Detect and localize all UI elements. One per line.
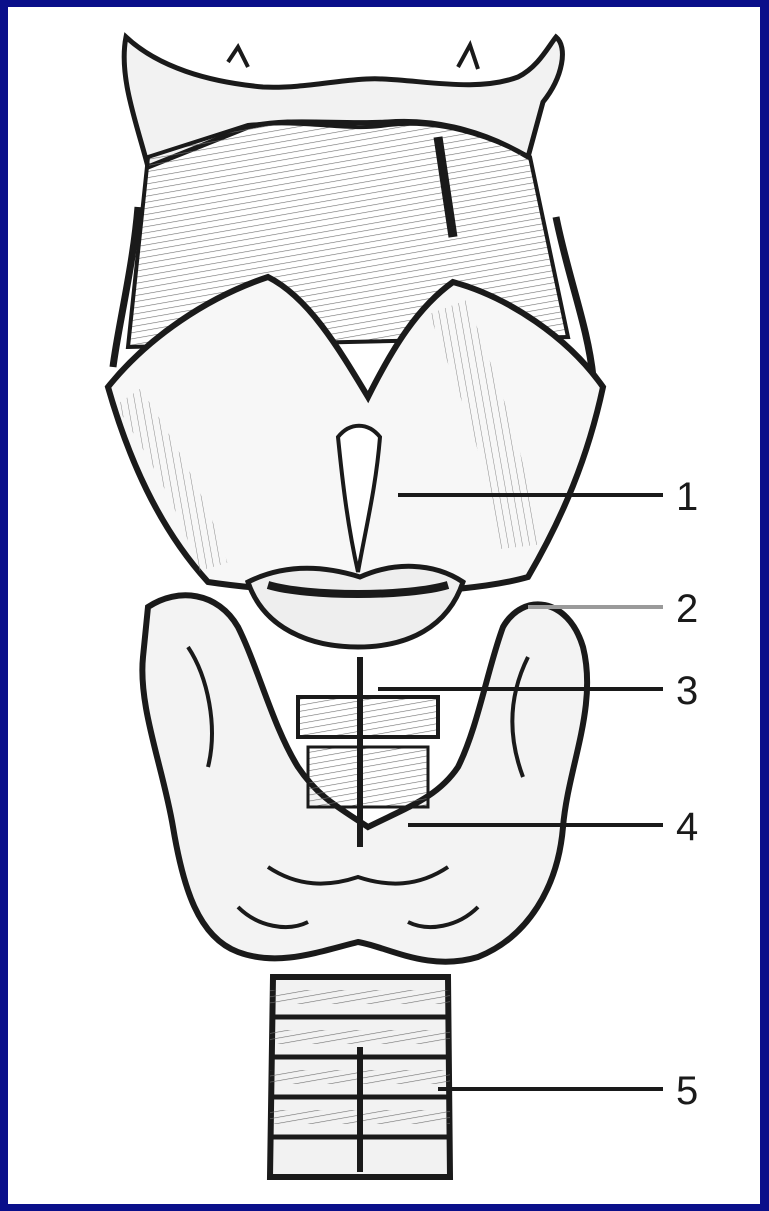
figure-canvas: 1 2 3 4 5 [8, 7, 760, 1204]
label-1: 1 [676, 477, 698, 517]
trachea [270, 977, 450, 1177]
larynx-thyroid-illustration [8, 7, 760, 1204]
label-3: 3 [676, 671, 698, 711]
cricoid-cartilage [248, 566, 463, 647]
label-2: 2 [676, 589, 698, 629]
label-4: 4 [676, 807, 698, 847]
label-5: 5 [676, 1071, 698, 1111]
